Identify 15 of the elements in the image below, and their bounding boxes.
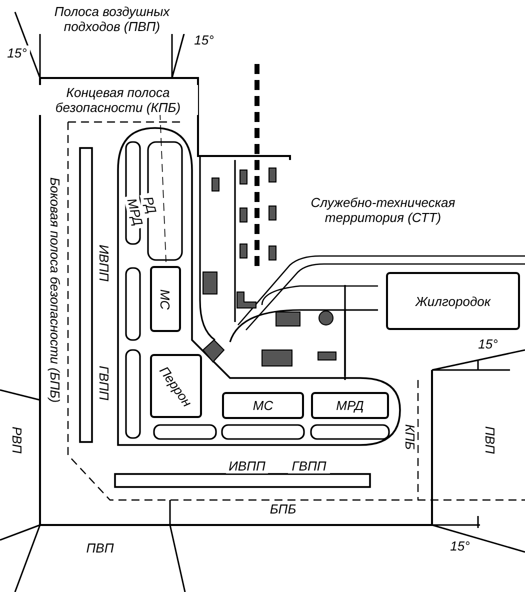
apron-area-box (311, 392, 389, 419)
residential-area-box (386, 272, 520, 330)
zone-label: ИВПП (96, 243, 112, 283)
zone-label: ГВПП (96, 363, 112, 403)
apron-area-box (150, 354, 202, 418)
area-label: МРД (336, 399, 364, 412)
area-label: МС (159, 288, 172, 310)
zone-label: ИВПП (226, 458, 268, 474)
apron-area-box (150, 266, 181, 332)
zone-label: КПБ (402, 420, 418, 454)
zone-label: Концевая полоса безопасности (КПБ) (38, 85, 198, 115)
apron-area-box (222, 392, 304, 419)
area-label: Жилгородок (416, 294, 490, 308)
area-label: МС (252, 399, 274, 412)
zone-label: ГВПП (288, 458, 330, 474)
